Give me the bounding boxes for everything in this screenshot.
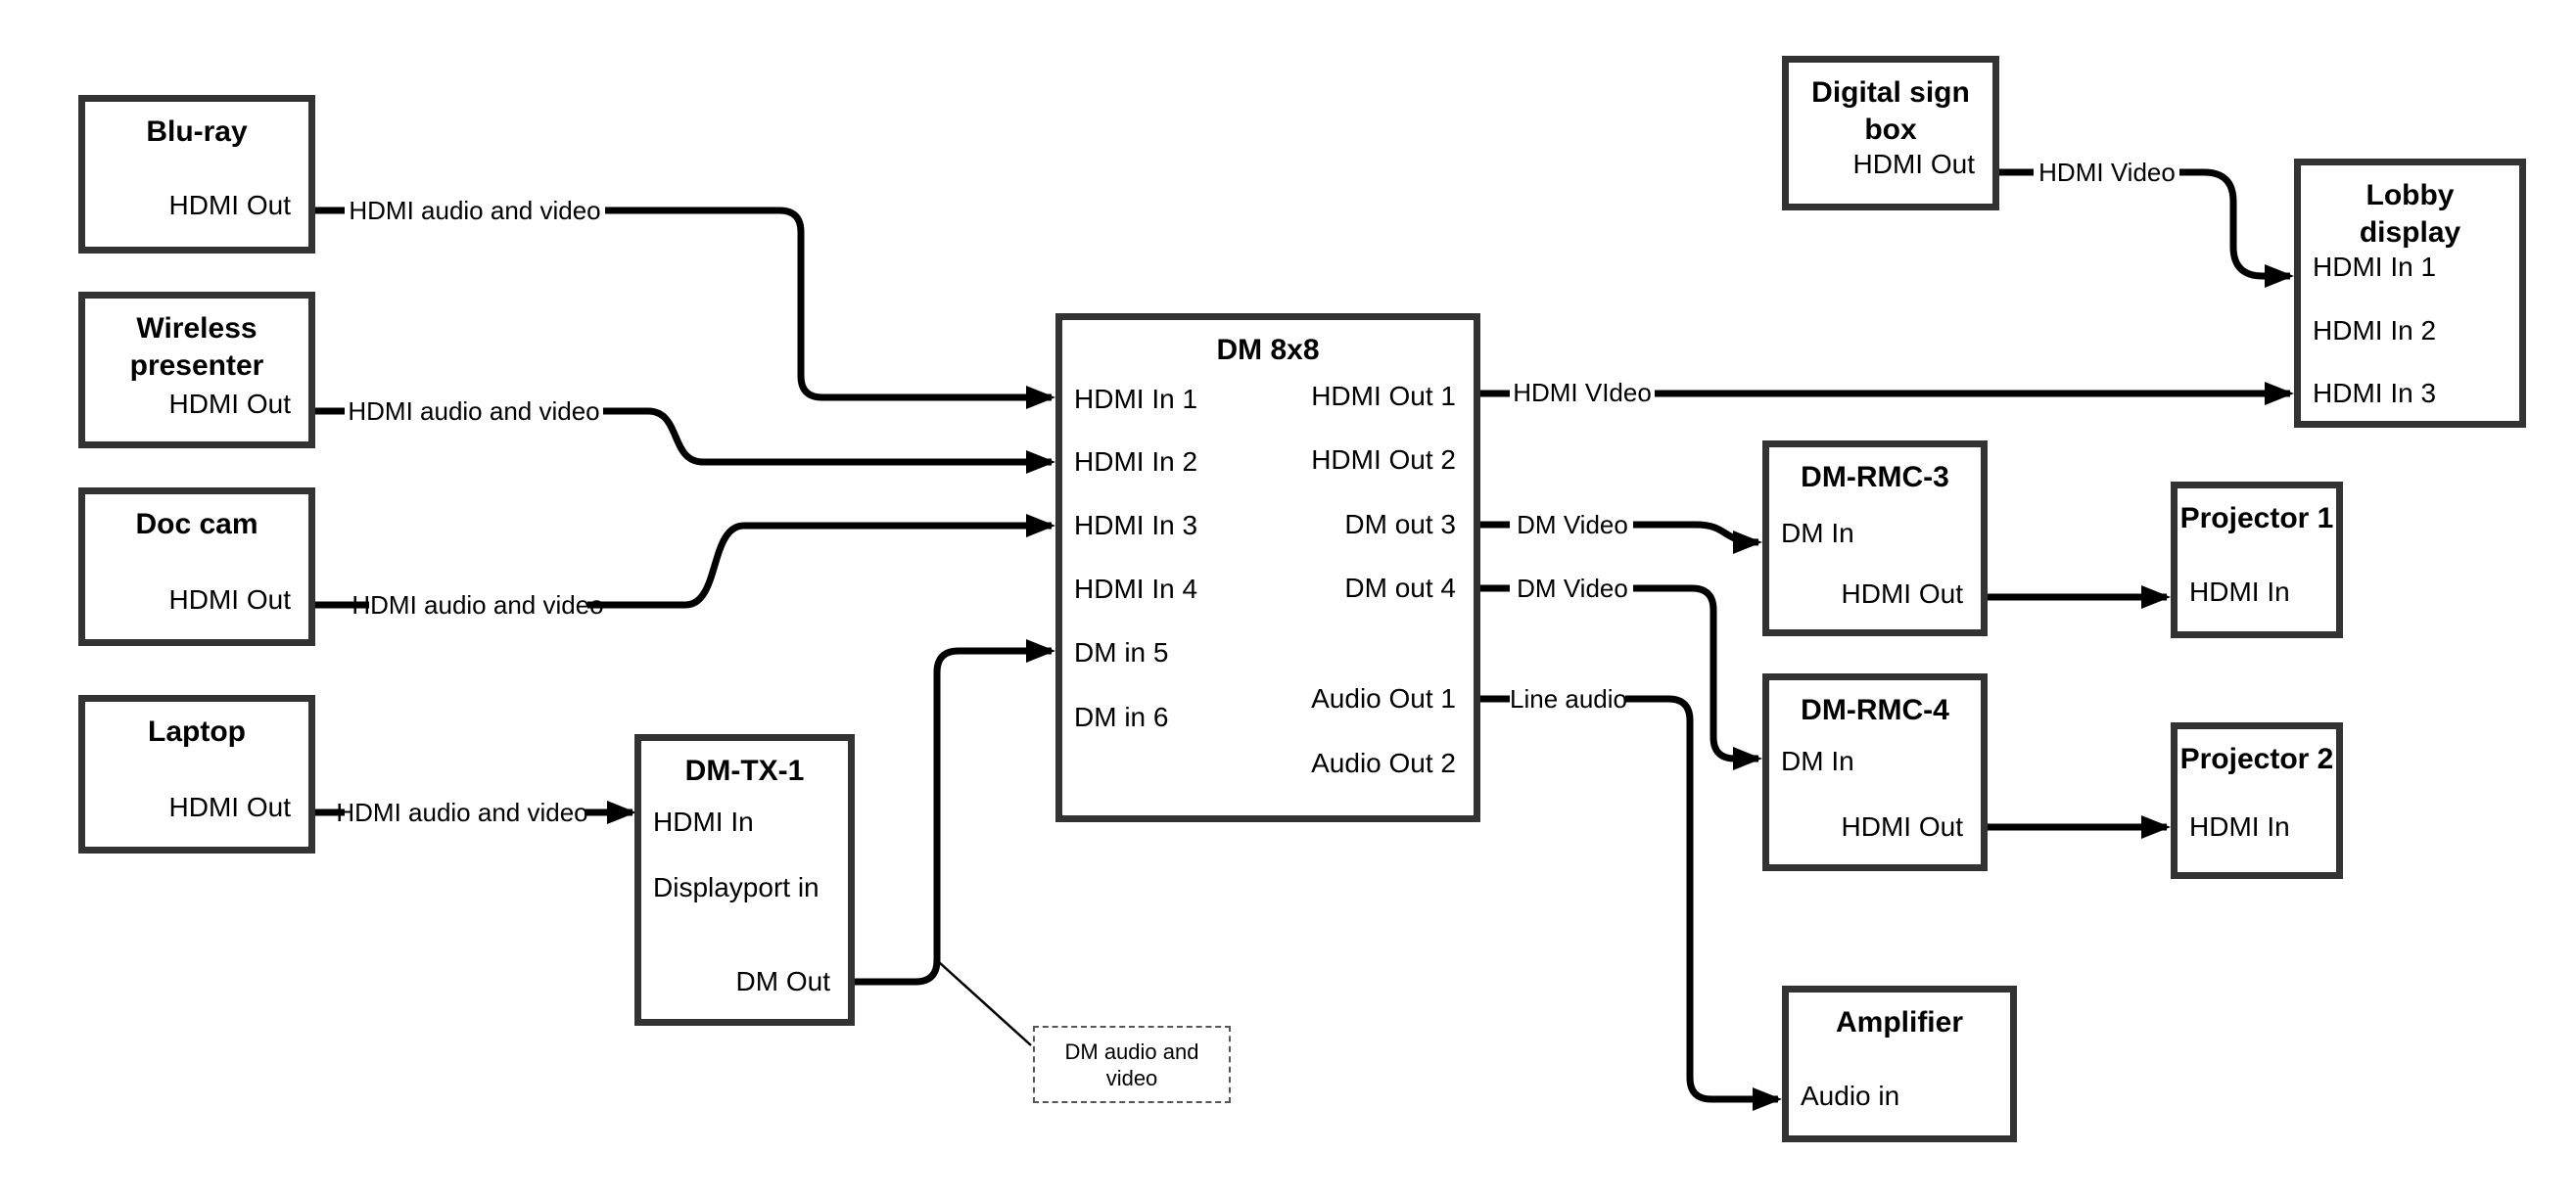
box-title-line: DM 8x8: [1216, 334, 1320, 366]
box-title-line: display: [2359, 216, 2461, 249]
box-title: Amplifier: [1789, 1004, 2010, 1041]
port-label-hdmi-in: HDMI In: [2189, 811, 2290, 842]
port-label-audio-out-1: Audio Out 1: [1311, 683, 1456, 714]
wire-audio-out-1-to-amplifier: [1625, 695, 1782, 1111]
port-label-hdmi-out: HDMI Out: [168, 190, 291, 220]
port-label-hdmi-in-3: HDMI In 3: [1074, 510, 1198, 540]
box-title-line: Doc cam: [135, 508, 258, 540]
port-label-hdmi-in: HDMI In: [2189, 577, 2290, 607]
port-label-dm-in: DM In: [1781, 518, 1854, 548]
note-line: video: [1105, 1065, 1158, 1090]
port-label-hdmi-out-2: HDMI Out 2: [1311, 444, 1456, 475]
port-label-hdmi-in-3: HDMI In 3: [2313, 378, 2437, 408]
port-label-dm-in-6: DM in 6: [1074, 702, 1169, 732]
port-label-hdmi-out: HDMI Out: [168, 792, 291, 822]
port-label-dm-out-3: DM out 3: [1344, 509, 1456, 539]
box-title: Lobby display: [2301, 177, 2519, 252]
port-label-dm-in: DM In: [1781, 746, 1854, 776]
box-title-line: Digital sign: [1811, 76, 1970, 109]
port-label-hdmi-out: HDMI Out: [168, 584, 291, 615]
box-title: DM-RMC-4: [1769, 692, 1981, 729]
box-title-line: DM-RMC-4: [1801, 694, 1949, 726]
port-label-dm-in-5: DM in 5: [1074, 637, 1169, 668]
port-label-dm-out-4: DM out 4: [1344, 573, 1456, 603]
port-label-hdmi-out: HDMI Out: [168, 389, 291, 419]
box-title-line: Projector 2: [2179, 743, 2334, 775]
box-title: Laptop: [85, 714, 308, 751]
wire-note-leader: [938, 961, 1032, 1046]
wire-wireless-to-hdmi-in-2: [603, 407, 1055, 474]
port-label-hdmi-in-2: HDMI In 2: [1074, 446, 1198, 477]
wire-label: HDMI audio and video: [348, 396, 600, 426]
box-title-line: DM-TX-1: [684, 755, 805, 787]
port-label-hdmi-in-4: HDMI In 4: [1074, 574, 1198, 604]
port-label-dm-out: DM Out: [735, 966, 830, 996]
wire-label: HDMI VIdeo: [1513, 378, 1652, 407]
box-title-line: Projector 1: [2179, 502, 2334, 534]
wire-dm-out-4-to-rmc4: [1633, 584, 1762, 770]
wire-dm-tx-1-to-dm-in-5: [855, 639, 1055, 986]
box-title: DM-RMC-3: [1769, 459, 1981, 496]
box-title: Doc cam: [85, 506, 308, 543]
box-title: Projector 1: [2178, 500, 2336, 537]
port-label-hdmi-out: HDMI Out: [1852, 149, 1975, 179]
wire-label: HDMI Video: [2038, 158, 2176, 187]
box-title: DM 8x8: [1062, 332, 1474, 369]
port-label-displayport-in: Displayport in: [653, 872, 820, 902]
box-title-line: box: [1864, 114, 1917, 146]
box-title: Projector 2: [2178, 741, 2336, 778]
box-title: Wireless presenter: [85, 310, 308, 385]
box-title-line: Wireless: [136, 312, 258, 345]
port-label-hdmi-in-2: HDMI In 2: [2313, 315, 2437, 346]
wire-dm-out-3-to-rmc3: [1633, 521, 1762, 554]
box-title: DM-TX-1: [641, 753, 848, 790]
box-title-line: Lobby: [2365, 179, 2455, 211]
port-label-audio-out-2: Audio Out 2: [1311, 748, 1456, 778]
wire-label: DM Video: [1517, 510, 1628, 539]
wire-label: HDMI audio and video: [349, 196, 601, 225]
box-title: Blu-ray: [85, 114, 308, 151]
box-title-line: Laptop: [148, 716, 246, 748]
port-label-hdmi-out-1: HDMI Out 1: [1311, 381, 1456, 411]
note-line: DM audio and: [1064, 1039, 1199, 1064]
port-label-audio-in: Audio in: [1801, 1081, 1900, 1111]
port-label-hdmi-out: HDMI Out: [1841, 578, 1963, 609]
wire-label: Line audio: [1510, 684, 1627, 714]
wire-label: HDMI audio and video: [336, 798, 588, 827]
box-title-line: presenter: [129, 349, 264, 382]
wire-signbox-to-lobby: [2179, 168, 2294, 288]
port-label-hdmi-out: HDMI Out: [1841, 811, 1963, 842]
wire-label: HDMI audio and video: [351, 590, 604, 620]
wire-label: DM Video: [1517, 574, 1628, 603]
box-title-line: Blu-ray: [146, 115, 248, 148]
port-label-hdmi-in: HDMI In: [653, 807, 754, 837]
device-box-projector-1: Projector 1 HDMI In: [2171, 482, 2343, 638]
device-box-dm-rmc-3: DM-RMC-3 DM In HDMI Out: [1762, 440, 1988, 636]
wire-bluray-to-hdmi-in-1: [605, 207, 1055, 409]
port-label-hdmi-in-1: HDMI In 1: [2313, 252, 2437, 282]
port-label-hdmi-in-1: HDMI In 1: [1074, 384, 1198, 414]
box-title-line: DM-RMC-3: [1801, 461, 1949, 493]
device-box-projector-2: Projector 2 HDMI In: [2171, 722, 2343, 879]
wire-doccam-to-hdmi-in-3: [587, 514, 1055, 609]
device-box-dm-rmc-4: DM-RMC-4 DM In HDMI Out: [1762, 673, 1988, 871]
box-title: Digital sign box: [1789, 74, 1992, 149]
box-title-line: Amplifier: [1835, 1006, 1964, 1039]
